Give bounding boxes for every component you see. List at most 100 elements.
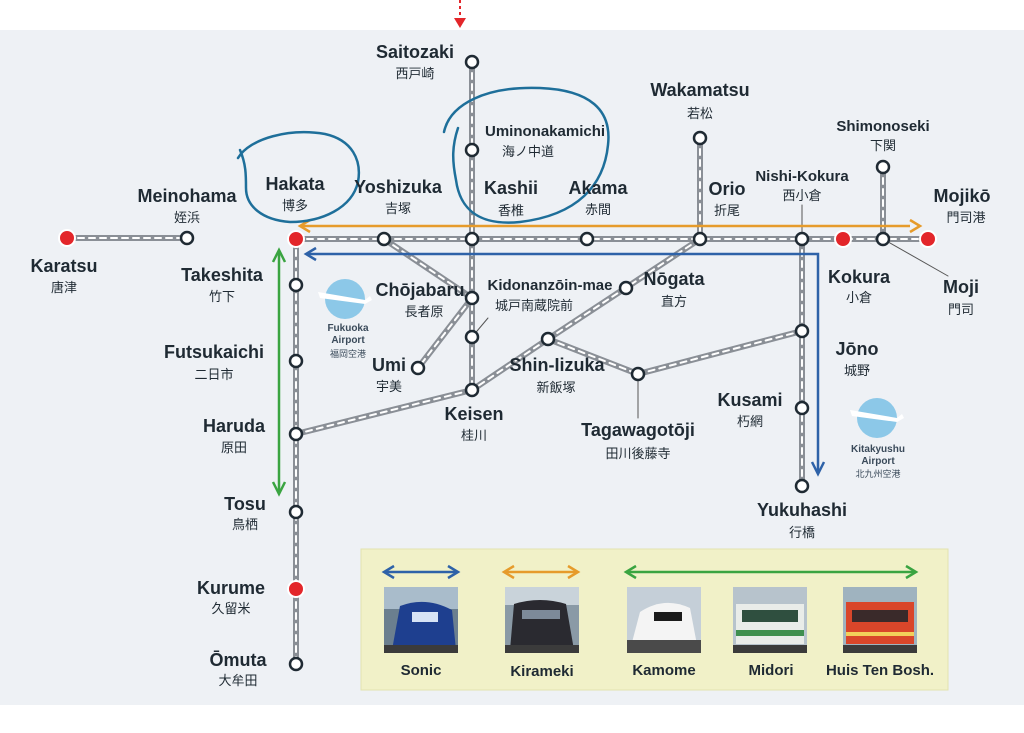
station-label-kidonanzoin: Kidonanzōin-mae bbox=[487, 277, 612, 294]
legend-label-sonic: Sonic bbox=[401, 662, 442, 679]
kamome-train-image bbox=[627, 587, 701, 653]
route-arrows bbox=[271, 218, 923, 497]
station-marker-uminonakamichi bbox=[464, 142, 480, 158]
station-marker-akama bbox=[579, 231, 595, 247]
fukuoka-airport-label-1: Fukuoka bbox=[327, 323, 369, 334]
station-label-yoshizuka-jp: 吉塚 bbox=[385, 202, 411, 217]
station-marker-hakata bbox=[287, 230, 305, 248]
kirameki-route-arrow bbox=[297, 218, 923, 234]
station-label-yukuhashi-jp: 行橋 bbox=[789, 526, 815, 541]
station-label-yukuhashi: Yukuhashi bbox=[757, 500, 847, 520]
fukuoka-airport: Fukuoka Airport 福岡空港 bbox=[318, 279, 372, 360]
station-label-karatsu-jp: 唐津 bbox=[51, 280, 77, 296]
station-label-kurume: Kurume bbox=[197, 578, 265, 598]
kitakyushu-airport-label-jp: 北九州空港 bbox=[855, 468, 900, 480]
station-label-jono: Jōno bbox=[836, 339, 879, 359]
station-marker-yoshizuka bbox=[376, 231, 392, 247]
station-label-umi: Umi bbox=[372, 355, 406, 375]
sonic-route-arrow bbox=[303, 246, 826, 477]
station-marker-wakamatsu bbox=[692, 130, 708, 146]
midori-train-image bbox=[733, 587, 807, 653]
station-label-shiniizuka-jp: 新飯塚 bbox=[536, 380, 575, 396]
station-label-futsukaichi-jp: 二日市 bbox=[194, 367, 233, 383]
station-label-kidonanzoin-jp: 城戸南蔵院前 bbox=[495, 298, 573, 314]
station-label-kusami-jp: 朽網 bbox=[737, 415, 763, 430]
fukuoka-airport-label-2: Airport bbox=[331, 335, 365, 346]
station-label-takeshita-jp: 竹下 bbox=[209, 290, 235, 305]
station-label-yoshizuka: Yoshizuka bbox=[354, 177, 443, 197]
sonic-train-image bbox=[384, 587, 458, 653]
station-marker-kidonanzoin bbox=[464, 329, 480, 345]
station-label-karatsu: Karatsu bbox=[30, 256, 97, 276]
station-label-nogata: Nōgata bbox=[643, 269, 705, 289]
station-marker-kurume bbox=[287, 580, 305, 598]
station-marker-takeshita bbox=[288, 277, 304, 293]
station-marker-moji bbox=[875, 231, 891, 247]
station-label-tosu: Tosu bbox=[224, 494, 266, 514]
station-label-hakata: Hakata bbox=[265, 174, 325, 194]
station-label-akama: Akama bbox=[568, 178, 628, 198]
station-label-shimonoseki-jp: 下関 bbox=[870, 139, 896, 154]
legend-label-kamome: Kamome bbox=[632, 662, 695, 679]
station-marker-karatsu bbox=[58, 229, 76, 247]
station-label-saitozaki-jp: 西戸崎 bbox=[395, 67, 434, 82]
hand-drawn-annotations bbox=[236, 86, 610, 224]
station-label-chojabaru-jp: 長者原 bbox=[404, 305, 443, 320]
major-station-markers bbox=[58, 229, 937, 598]
station-marker-haruda bbox=[288, 426, 304, 442]
station-label-omuta: Ōmuta bbox=[209, 650, 267, 670]
station-marker-keisen bbox=[464, 382, 480, 398]
train-legend: Sonic Kirameki Kamome Midori Huis Ten Bo… bbox=[360, 548, 949, 691]
kitakyushu-airport: Kitakyushu Airport 北九州空港 bbox=[850, 398, 905, 480]
station-marker-orio bbox=[692, 231, 708, 247]
legend-kirameki-arrow bbox=[501, 564, 581, 580]
station-label-umi-jp: 宇美 bbox=[376, 380, 402, 395]
station-label-shiniizuka: Shin-Iizuka bbox=[509, 355, 605, 375]
station-label-keisen-jp: 桂川 bbox=[461, 429, 487, 444]
station-label-kokura: Kokura bbox=[828, 267, 891, 287]
station-label-tagawagotoji-jp: 田川後藤寺 bbox=[605, 447, 670, 462]
station-label-nishikokura-jp: 西小倉 bbox=[782, 189, 821, 204]
station-marker-nishikokura bbox=[794, 231, 810, 247]
hakata-circle-annotation bbox=[236, 131, 361, 224]
station-markers bbox=[179, 54, 891, 672]
station-label-takeshita: Takeshita bbox=[181, 265, 264, 285]
station-label-chojabaru: Chōjabaru bbox=[375, 280, 464, 300]
station-marker-tosu bbox=[288, 504, 304, 520]
station-marker-kusami bbox=[794, 400, 810, 416]
station-label-orio-jp: 折尾 bbox=[714, 204, 740, 219]
station-label-mojiko: Mojikō bbox=[934, 186, 991, 206]
station-label-jono-jp: 城野 bbox=[844, 364, 870, 379]
station-label-futsukaichi: Futsukaichi bbox=[164, 342, 264, 362]
station-label-kurume-jp: 久留米 bbox=[211, 602, 250, 617]
station-marker-jono bbox=[794, 323, 810, 339]
station-label-hakata-jp: 博多 bbox=[282, 198, 308, 214]
station-label-wakamatsu-jp: 若松 bbox=[687, 106, 713, 122]
station-marker-chojabaru bbox=[464, 290, 480, 306]
station-marker-meinohama bbox=[179, 230, 195, 246]
station-marker-shiniizuka bbox=[540, 331, 556, 347]
station-label-meinohama-jp: 姪浜 bbox=[174, 211, 200, 226]
kirameki-train-image bbox=[505, 587, 579, 653]
station-label-kashii-jp: 香椎 bbox=[498, 204, 524, 219]
station-label-orio: Orio bbox=[708, 179, 745, 199]
station-label-shimonoseki: Shimonoseki bbox=[836, 118, 929, 135]
station-marker-mojiko bbox=[919, 230, 937, 248]
station-marker-shimonoseki bbox=[875, 159, 891, 175]
station-label-meinohama: Meinohama bbox=[137, 186, 237, 206]
station-label-kashii: Kashii bbox=[484, 178, 538, 198]
station-label-omuta-jp: 大牟田 bbox=[218, 674, 257, 689]
huis-ten-bosch-train-image bbox=[843, 587, 917, 653]
station-label-tosu-jp: 鳥栖 bbox=[232, 518, 258, 533]
uminonakamichi-circle-annotation bbox=[442, 86, 610, 224]
station-label-wakamatsu: Wakamatsu bbox=[650, 80, 749, 100]
station-marker-kashii bbox=[464, 231, 480, 247]
station-label-akama-jp: 赤間 bbox=[585, 203, 611, 218]
kitakyushu-airport-label-1: Kitakyushu bbox=[851, 444, 905, 455]
station-marker-yukuhashi bbox=[794, 478, 810, 494]
legend-sonic-arrow bbox=[381, 564, 461, 580]
station-marker-nogata bbox=[618, 280, 634, 296]
station-label-mojiko-jp: 門司港 bbox=[946, 211, 985, 226]
station-label-saitozaki: Saitozaki bbox=[376, 42, 454, 62]
